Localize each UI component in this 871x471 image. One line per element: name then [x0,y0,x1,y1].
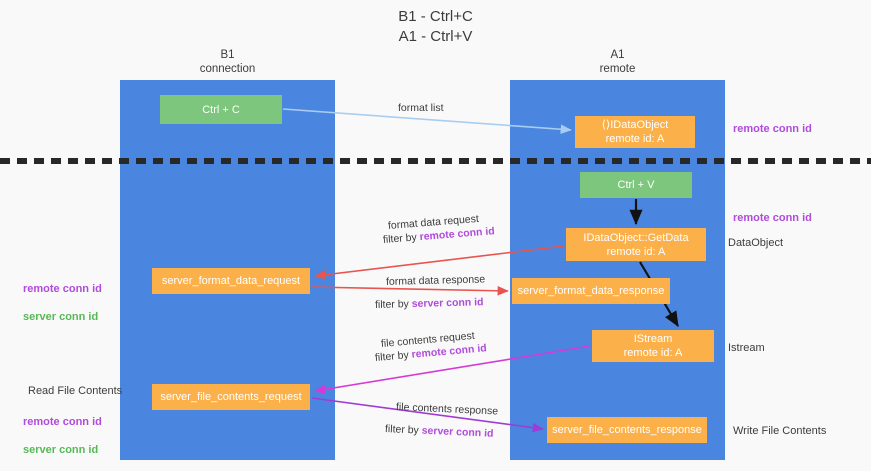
node-server-format-data-response[interactable]: server_format_data_response [512,278,670,304]
annotation-left-conn-ids-bottom: remote conn id server conn id [23,401,102,471]
swimlane-header-b1: B1 connection [199,49,256,75]
filter-prefix: filter by [382,231,421,246]
annotation-right-remote-conn-id-top: remote conn id [733,123,812,135]
node-ctrl-c[interactable]: Ctrl + C [160,95,282,124]
filter-prefix: filter by [384,423,422,437]
annotation-right-dataobject: DataObject [728,237,784,249]
phase-divider [0,158,871,164]
filter-prefix: filter by [374,298,412,311]
annotation-left-server-conn-id-2: server conn id [23,444,99,456]
edge-label-file-contents-response: file contents response [395,401,499,418]
page-title: B1 - Ctrl+C A1 - Ctrl+V [398,8,473,45]
node-server-file-contents-request[interactable]: server_file_contents_request [152,384,310,410]
filter-server-conn-id: server conn id [411,296,484,311]
annotation-right-istream: Istream [728,342,765,354]
node-ctrl-v[interactable]: Ctrl + V [580,172,692,198]
swimlane-header-a1: A1 remote [599,49,636,75]
node-istream[interactable]: IStream remote id: A [592,330,714,362]
node-idataobject[interactable]: ⟨⟩IDataObject remote id: A [575,116,695,148]
edge-label-file-contents-response-filter: filter by server conn id [385,422,494,441]
edge-label-format-data-response-filter: filter by server conn id [375,295,484,312]
node-server-file-contents-response[interactable]: server_file_contents_response [547,417,707,443]
annotation-left-server-conn-id: server conn id [23,311,99,323]
annotation-left-conn-ids-top: remote conn id server conn id [23,268,102,338]
node-idataobject-getdata[interactable]: IDataObject::GetData remote id: A [566,228,706,261]
annotation-left-remote-conn-id: remote conn id [23,283,102,295]
node-server-format-data-request[interactable]: server_format_data_request [152,268,310,294]
annotation-left-remote-conn-id-2: remote conn id [23,416,102,428]
edge-label-format-data-response: format data response [385,273,486,288]
edge-label-format-list: format list [398,102,444,114]
annotation-left-read-file-contents: Read File Contents [28,385,123,397]
filter-server-conn-id: server conn id [421,424,494,440]
annotation-right-write-file-contents: Write File Contents [733,425,827,437]
annotation-right-remote-conn-id-mid: remote conn id [733,212,812,224]
filter-prefix: filter by [374,348,413,364]
